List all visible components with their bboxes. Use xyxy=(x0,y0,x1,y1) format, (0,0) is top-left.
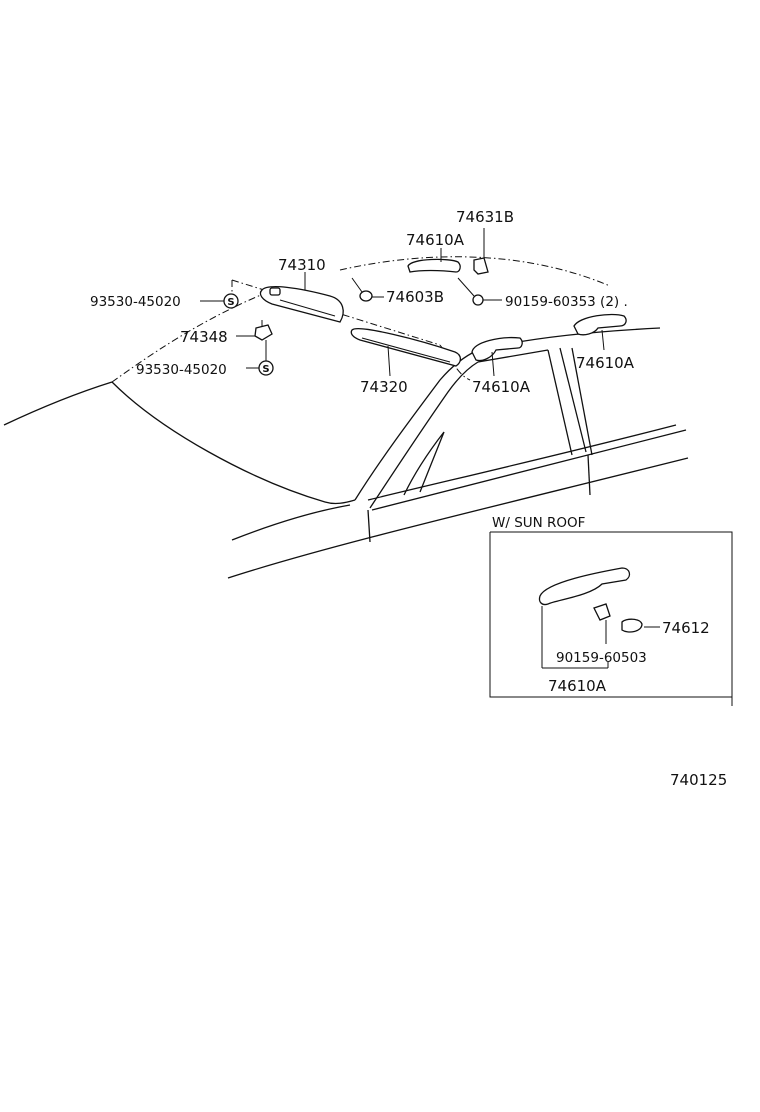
callout-93530-45020-a: 93530-45020 xyxy=(90,294,181,310)
callout-74348: 74348 xyxy=(180,328,228,346)
visor-holder-part xyxy=(254,320,273,341)
sun-visor-right-part xyxy=(350,328,462,367)
assist-grip-top-part xyxy=(407,228,489,275)
callout-90159-60353: 90159-60353 (2) . xyxy=(505,294,628,310)
callout-90159-60503: 90159-60503 xyxy=(556,650,647,666)
sunroof-inset: W/ SUN ROOF 74612 90159-60503 74610A xyxy=(489,515,733,706)
car-body-outline xyxy=(3,256,689,579)
svg-text:S: S xyxy=(227,297,234,308)
assist-grip-mid-part xyxy=(471,336,523,377)
callout-74610a-mid: 74610A xyxy=(472,378,531,396)
leader-lines xyxy=(200,272,391,377)
callout-74610a-sunroof: 74610A xyxy=(548,677,607,695)
callout-74610a-top: 74610A xyxy=(406,231,465,249)
s-mark-icon-1: S xyxy=(223,293,239,309)
callout-74631b: 74631B xyxy=(456,208,514,226)
callout-74612: 74612 xyxy=(662,619,710,637)
callout-74603b: 74603B xyxy=(386,288,444,306)
assist-grip-right-part xyxy=(573,313,627,351)
sun-visor-left-part xyxy=(259,286,344,323)
figure-id: 740125 xyxy=(670,771,727,789)
s-mark-icon-2: S xyxy=(258,360,274,376)
screw-part xyxy=(457,277,502,306)
sunroof-title: W/ SUN ROOF xyxy=(492,515,585,531)
callout-74310: 74310 xyxy=(278,256,326,274)
callout-74320: 74320 xyxy=(360,378,408,396)
callout-74610a-right: 74610A xyxy=(576,354,635,372)
visor-clip-part xyxy=(351,277,373,302)
callout-93530-45020-b: 93530-45020 xyxy=(136,362,227,378)
svg-text:S: S xyxy=(262,364,269,375)
